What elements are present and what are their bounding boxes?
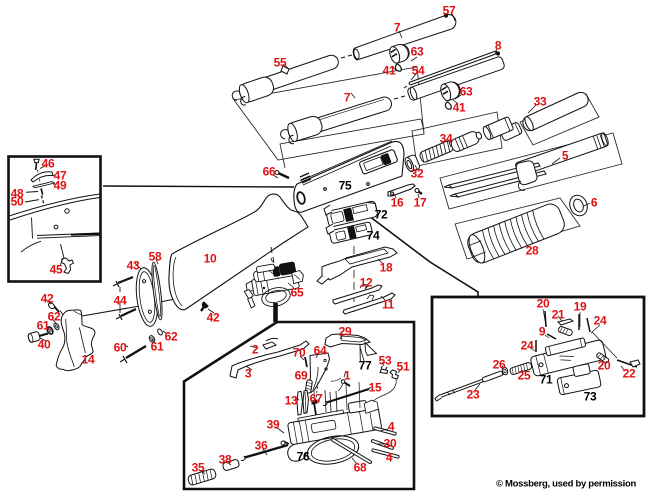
svg-text:60: 60 (114, 341, 127, 355)
svg-text:54: 54 (412, 64, 425, 78)
svg-text:70: 70 (293, 346, 306, 360)
svg-text:26: 26 (493, 358, 506, 372)
svg-text:40: 40 (38, 338, 51, 352)
svg-text:9: 9 (539, 325, 546, 339)
svg-text:67: 67 (310, 392, 323, 406)
svg-text:39: 39 (267, 418, 280, 432)
svg-text:3: 3 (245, 367, 252, 381)
svg-text:63: 63 (460, 85, 473, 99)
svg-text:43: 43 (127, 259, 140, 273)
svg-text:63: 63 (411, 45, 424, 59)
svg-text:20: 20 (537, 297, 550, 311)
svg-text:28: 28 (526, 244, 539, 258)
svg-text:18: 18 (380, 261, 393, 275)
svg-text:71: 71 (540, 373, 553, 387)
svg-text:22: 22 (623, 367, 636, 381)
svg-text:55: 55 (274, 56, 287, 70)
svg-text:61: 61 (151, 340, 164, 354)
svg-text:24: 24 (594, 314, 607, 328)
svg-text:29: 29 (339, 325, 352, 339)
svg-text:58: 58 (149, 250, 162, 264)
svg-text:41: 41 (383, 64, 396, 78)
svg-text:77: 77 (359, 359, 372, 373)
svg-text:20: 20 (598, 359, 611, 373)
svg-text:50: 50 (11, 195, 24, 209)
svg-text:66: 66 (263, 165, 276, 179)
svg-text:51: 51 (397, 360, 410, 374)
svg-text:7: 7 (394, 21, 401, 35)
svg-text:34: 34 (440, 132, 453, 146)
svg-text:74: 74 (367, 229, 380, 243)
svg-text:17: 17 (414, 196, 427, 210)
svg-text:4: 4 (386, 451, 393, 465)
svg-text:21: 21 (552, 308, 565, 322)
svg-text:24: 24 (521, 339, 534, 353)
svg-text:41: 41 (453, 101, 466, 115)
svg-text:35: 35 (192, 461, 205, 475)
svg-text:42: 42 (207, 311, 220, 325)
svg-text:57: 57 (443, 4, 456, 18)
svg-text:73: 73 (584, 390, 597, 404)
svg-text:19: 19 (574, 300, 587, 314)
svg-text:45: 45 (50, 263, 63, 277)
svg-text:4: 4 (388, 420, 395, 434)
svg-text:61: 61 (37, 319, 50, 333)
svg-text:33: 33 (534, 95, 547, 109)
svg-text:32: 32 (411, 167, 424, 181)
svg-text:48: 48 (11, 187, 24, 201)
svg-text:49: 49 (54, 179, 67, 193)
svg-text:53: 53 (379, 354, 392, 368)
svg-text:30: 30 (384, 437, 397, 451)
svg-text:11: 11 (382, 298, 395, 312)
svg-text:64: 64 (314, 344, 327, 358)
svg-text:42: 42 (41, 292, 54, 306)
svg-text:75: 75 (339, 179, 352, 193)
svg-text:76: 76 (297, 450, 310, 464)
svg-text:8: 8 (495, 39, 502, 53)
svg-text:10: 10 (204, 252, 217, 266)
svg-text:1: 1 (344, 369, 351, 383)
svg-text:5: 5 (562, 149, 569, 163)
svg-text:2: 2 (252, 343, 259, 357)
svg-text:69: 69 (295, 369, 308, 383)
svg-text:62: 62 (48, 310, 61, 324)
svg-text:72: 72 (375, 208, 388, 222)
svg-text:15: 15 (369, 381, 382, 395)
svg-text:14: 14 (82, 353, 95, 367)
svg-text:68: 68 (354, 461, 367, 475)
svg-text:44: 44 (114, 294, 127, 308)
svg-text:16: 16 (391, 196, 404, 210)
svg-text:23: 23 (467, 388, 480, 402)
svg-text:© Mossberg, used by permission: © Mossberg, used by permission (496, 479, 637, 490)
svg-text:65: 65 (291, 286, 304, 300)
svg-text:25: 25 (518, 369, 531, 383)
svg-text:47: 47 (54, 169, 67, 183)
svg-text:7: 7 (344, 91, 351, 105)
svg-text:12: 12 (360, 276, 373, 290)
svg-text:62: 62 (165, 330, 178, 344)
svg-text:13: 13 (285, 394, 298, 408)
svg-text:38: 38 (219, 453, 232, 467)
svg-text:36: 36 (255, 439, 268, 453)
svg-text:46: 46 (42, 157, 55, 171)
svg-text:6: 6 (591, 196, 598, 210)
